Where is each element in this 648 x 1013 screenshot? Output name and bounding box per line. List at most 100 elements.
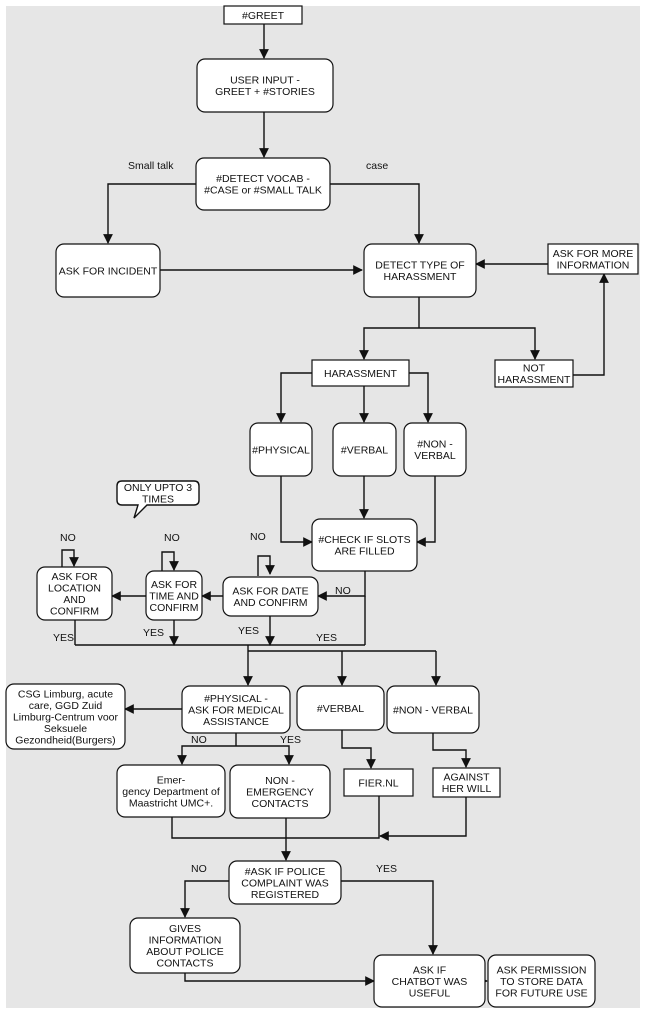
node-csg-text-line: Gezondheid(Burgers) [15, 734, 115, 746]
node-csg-text-line: CSG Limburg, acute [18, 688, 113, 700]
node-non-verbal2: #NON - VERBAL [386, 685, 480, 734]
edge-police-no [180, 880, 229, 918]
node-ask-date-text-line: ASK FOR DATE [232, 586, 308, 598]
edge-label-no-medical: NO [191, 734, 207, 746]
node-detect-type-text-line: HARASSMENT [384, 271, 458, 283]
node-non-emergency-box [229, 764, 331, 819]
node-ask-permission-text-line: ASK PERMISSION [497, 964, 587, 976]
node-ask-police-text-line: COMPLAINT WAS [241, 877, 329, 889]
node-gives-info-text-line: ABOUT POLICE [146, 946, 223, 958]
node-gives-info-text-line: CONTACTS [157, 958, 214, 970]
node-ask-location-text-line: AND [63, 594, 86, 606]
node-check-slots-text-line: #CHECK IF SLOTS [318, 534, 410, 546]
node-non-verbal-box [403, 422, 467, 477]
node-ask-incident-box [55, 243, 161, 298]
node-fier: FIER.NL [343, 768, 414, 797]
edge-to-harassment [359, 327, 419, 360]
edge-vocab-to-detect-type [330, 183, 424, 244]
edge-label-yes-medical: YES [280, 734, 301, 746]
node-against-text-line: AGAINST [443, 772, 490, 784]
loop-ask-time [161, 551, 179, 572]
node-non-verbal-text-line: #NON - [417, 439, 453, 451]
node-ask-time-text-line: ASK FOR [151, 579, 198, 591]
node-ask-more-info-box [547, 243, 639, 275]
node-not-harassment-text-line: NOT [523, 363, 546, 375]
node-ask-time-text-line: TIME AND [149, 590, 199, 602]
edge-harassment-to-non-verbal [409, 372, 433, 423]
node-ask-useful-text-line: CHATBOT WAS [392, 976, 468, 988]
node-ask-time-text-line: CONFIRM [150, 602, 199, 614]
edge-label-no-slots: NO [335, 585, 351, 597]
node-harassment-text-line: HARASSMENT [324, 368, 398, 380]
node-verbal-text-line: #VERBAL [341, 444, 388, 456]
edge-label-no-location: NO [60, 532, 76, 544]
edge-label-yes-police: YES [376, 863, 397, 875]
node-user-input-text-line: GREET + #STORIES [215, 86, 315, 98]
node-ask-location-text-line: LOCATION [48, 583, 101, 595]
node-not-harassment-box [494, 359, 574, 388]
edge-harassment-to-physical [276, 372, 312, 423]
node-not-harassment-text-line: HARASSMENT [498, 374, 572, 386]
node-detect-vocab-text-line: #CASE or #SMALL TALK [204, 185, 322, 197]
node-emergency-text-line: Maastricht UMC+. [129, 797, 213, 809]
node-ask-location-text-line: CONFIRM [50, 606, 99, 618]
edge-physical-to-check-slots [280, 476, 313, 547]
node-physical2-text-line: #PHYSICAL - [204, 693, 268, 705]
node-greet: #GREET [223, 5, 303, 25]
node-physical: #PHYSICAL [249, 422, 313, 477]
node-detect-vocab: #DETECT VOCAB -#CASE or #SMALL TALK [195, 157, 331, 211]
edge-label-yes-date: YES [238, 625, 259, 637]
edge-label-no-time: NO [164, 532, 180, 544]
loop-ask-location [61, 549, 79, 568]
node-ask-location-text-line: ASK FOR [51, 571, 98, 583]
edge-label-small-talk: Small talk [128, 160, 174, 172]
node-physical2-text-line: ASK FOR MEDICAL [188, 704, 284, 716]
edge-label-yes-time: YES [143, 627, 164, 639]
node-non-emergency-text-line: EMERGENCY [246, 786, 314, 798]
edge-non-verbal-to-check-slots [416, 476, 436, 547]
node-csg-text-line: care, GGD Zuid [29, 700, 103, 712]
node-verbal2: #VERBAL [296, 685, 385, 731]
node-non-verbal: #NON -VERBAL [403, 422, 467, 477]
edge-gives-info-to-useful [184, 973, 375, 986]
node-detect-vocab-text-line: #DETECT VOCAB - [216, 173, 310, 185]
node-user-input-box [196, 58, 334, 113]
edge-against-merge [379, 797, 467, 841]
edge-label-no-date: NO [250, 531, 266, 543]
node-ask-more-info-text-line: ASK FOR MORE [553, 248, 634, 260]
edge-label-yes-location: YES [53, 632, 74, 644]
edge-fier-merge [286, 796, 380, 839]
connectors [61, 24, 609, 986]
diagram-background [6, 6, 640, 1008]
edge-non-verbal2-to-against [432, 733, 471, 768]
edge-medical-no [177, 745, 236, 765]
node-ask-time-box [145, 570, 203, 621]
node-ask-incident-text-line: ASK FOR INCIDENT [59, 265, 158, 277]
node-greet-box [223, 5, 303, 25]
node-fier-box [343, 768, 414, 797]
edge-police-yes [341, 880, 438, 955]
loop-ask-date [257, 555, 275, 576]
node-gives-info-text-line: INFORMATION [149, 935, 222, 947]
node-emergency-box [116, 764, 226, 818]
node-verbal-box [332, 422, 397, 477]
node-ask-permission-box [487, 954, 596, 1008]
node-harassment-box [311, 359, 410, 387]
node-check-slots-box [311, 518, 418, 572]
node-non-emergency-text-line: CONTACTS [252, 798, 309, 810]
edge-emergency-merge [171, 817, 286, 839]
node-gives-info-box [129, 917, 241, 974]
node-csg-text-line: Limburg-Centrum voor [13, 711, 119, 723]
edge-vocab-to-ask-incident [103, 183, 196, 244]
